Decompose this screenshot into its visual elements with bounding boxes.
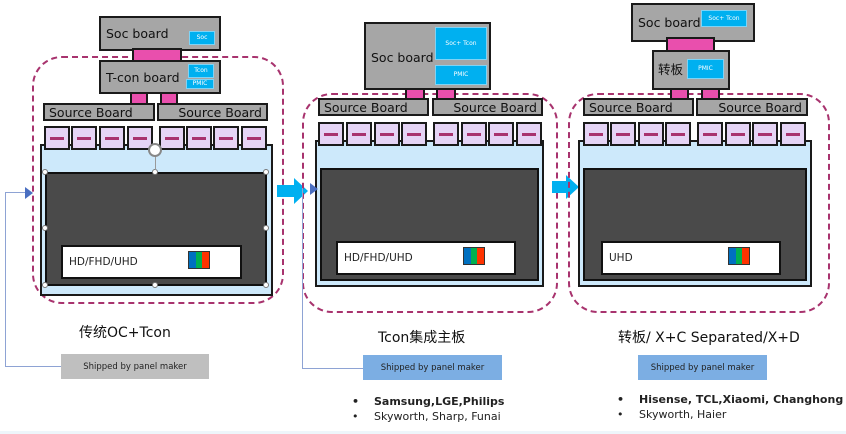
feedback-line [5, 192, 7, 366]
panel-maker-region [302, 93, 558, 313]
brand-item: Skyworth, Haier [617, 407, 843, 422]
driver-ic [318, 122, 344, 146]
driver-ic [401, 122, 427, 146]
selection-handle[interactable] [152, 282, 158, 288]
soc-board: Soc board Soc+ Tcon [631, 3, 755, 42]
tcon-board: T-con board Tcon PMIC [99, 60, 221, 94]
driver-ic [71, 126, 97, 150]
caption: Tcon集成主板 [378, 330, 466, 346]
driver-ic [346, 122, 372, 146]
resolution-text: HD/FHD/UHD [344, 252, 413, 264]
driver-ic [488, 122, 514, 146]
driver-ic [725, 122, 751, 146]
rgb-pixel-icon [728, 247, 750, 265]
brand-item: Skyworth, Sharp, Funai [352, 409, 504, 424]
rgb-pixel-icon [188, 251, 210, 269]
driver-ic [213, 126, 239, 150]
driver-ic [159, 126, 185, 150]
arrowhead-icon [25, 187, 33, 199]
source-board-left: Source Board [583, 98, 694, 116]
shipped-by-panel-maker: Shipped by panel maker [638, 355, 767, 380]
brand-item: Hisense, TCL,Xiaomi, Changhong [617, 392, 843, 407]
driver-ic [99, 126, 125, 150]
driver-ic [186, 126, 212, 150]
driver-ic [127, 126, 153, 150]
adapter-board: 转板 PMIC [652, 50, 730, 90]
pmic-chip: PMIC [687, 59, 724, 79]
selection-handle[interactable] [263, 225, 269, 231]
soc-board-label: Soc board [638, 15, 701, 30]
resolution-text: HD/FHD/UHD [69, 256, 138, 268]
soc-board-label: Soc board [106, 26, 169, 41]
selection-handle[interactable] [42, 169, 48, 175]
caption: 转板/ X+C Separated/X+D [618, 330, 800, 346]
rgb-pixel-icon [463, 247, 485, 265]
resolution-label: HD/FHD/UHD [336, 241, 516, 275]
source-board-left: Source Board [318, 98, 429, 116]
flow-arrow-icon [277, 185, 295, 197]
soc-chip: Soc [189, 31, 215, 45]
brand-list: Samsung,LGE,Philips Skyworth, Sharp, Fun… [352, 394, 504, 424]
selection-handle[interactable] [42, 225, 48, 231]
source-board-right: Source Board [157, 103, 268, 121]
tcon-board-label: T-con board [106, 70, 180, 85]
driver-ic [583, 122, 609, 146]
driver-ic [44, 126, 70, 150]
driver-ic [610, 122, 636, 146]
adapter-board-label: 转板 [658, 62, 684, 77]
flow-arrow-icon [552, 181, 568, 193]
source-board-right: Source Board [696, 98, 808, 116]
feedback-line [5, 366, 61, 368]
driver-ic [665, 122, 691, 146]
rotate-icon[interactable] [148, 143, 162, 157]
source-board-left: Source Board [43, 103, 155, 121]
driver-ic [638, 122, 664, 146]
driver-ic [433, 122, 459, 146]
pmic-chip: PMIC [435, 65, 487, 85]
brand-list: Hisense, TCL,Xiaomi, Changhong Skyworth,… [617, 392, 843, 422]
soc-tcon-chip: Soc+ Tcon [701, 10, 747, 27]
arrowhead-icon [310, 183, 318, 195]
feedback-line [302, 188, 304, 368]
resolution-text: UHD [609, 252, 633, 264]
shipped-by-panel-maker: Shipped by panel maker [363, 355, 502, 380]
soc-board: Soc board Soc+ Tcon PMIC [364, 22, 491, 90]
flow-arrow-head [294, 178, 308, 204]
driver-ic [374, 122, 400, 146]
driver-ic [697, 122, 723, 146]
driver-ic [241, 126, 267, 150]
driver-ic [516, 122, 542, 146]
tcon-chip: Tcon [188, 64, 214, 78]
slide-bottom-edge [0, 431, 846, 434]
resolution-label: UHD [601, 241, 781, 275]
shipped-by-panel-maker: Shipped by panel maker [61, 354, 209, 379]
caption: 传统OC+Tcon [79, 325, 171, 341]
panel-maker-region [568, 93, 830, 313]
driver-ic [461, 122, 487, 146]
feedback-line [302, 368, 364, 370]
soc-board: Soc board Soc [99, 16, 221, 51]
selection-handle[interactable] [263, 282, 269, 288]
brand-item: Samsung,LGE,Philips [352, 394, 504, 409]
selection-handle[interactable] [42, 282, 48, 288]
pmic-chip: PMIC [186, 79, 214, 89]
soc-board-label: Soc board [371, 50, 434, 65]
feedback-line [5, 192, 27, 194]
driver-ic [780, 122, 806, 146]
resolution-label: HD/FHD/UHD [61, 245, 242, 279]
driver-ic [752, 122, 778, 146]
soc-tcon-chip: Soc+ Tcon [435, 27, 487, 60]
source-board-right: Source Board [432, 98, 543, 116]
rotate-handle-line [155, 156, 156, 170]
selection-handle[interactable] [263, 169, 269, 175]
